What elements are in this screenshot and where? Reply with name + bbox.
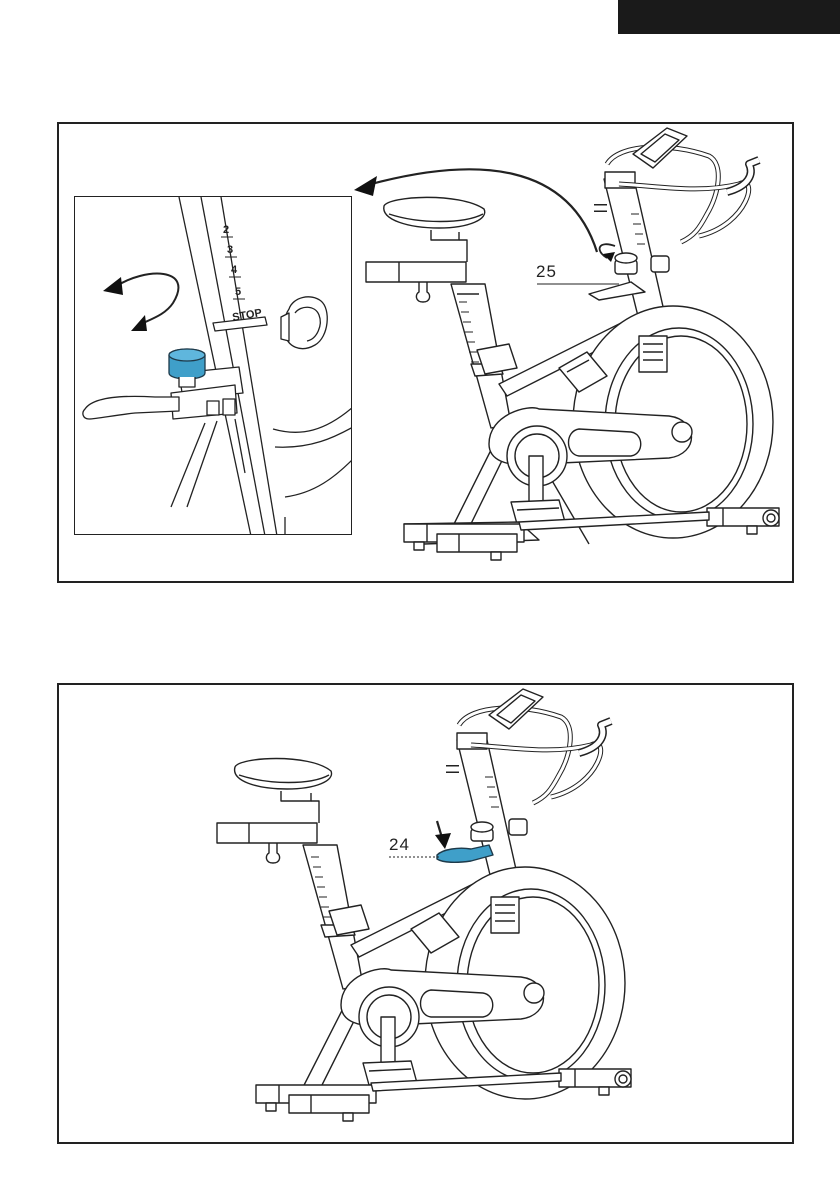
step-2-panel: 24 <box>57 683 794 1144</box>
step-1-panel: 25 <box>57 122 794 583</box>
svg-text:4: 4 <box>231 264 238 276</box>
svg-text:3: 3 <box>227 244 233 256</box>
header-tab <box>618 0 840 34</box>
svg-text:2: 2 <box>223 224 229 236</box>
part-number-25: 25 <box>536 262 557 281</box>
svg-text:5: 5 <box>235 286 241 298</box>
inset-illustration: 2 3 4 5 STOP <box>75 197 352 535</box>
bike-illustration-2: 24 <box>59 685 794 1144</box>
part-number-24: 24 <box>389 835 410 854</box>
detail-inset: 2 3 4 5 STOP <box>74 196 352 535</box>
inset-scale: 2 3 4 5 STOP <box>223 224 263 324</box>
